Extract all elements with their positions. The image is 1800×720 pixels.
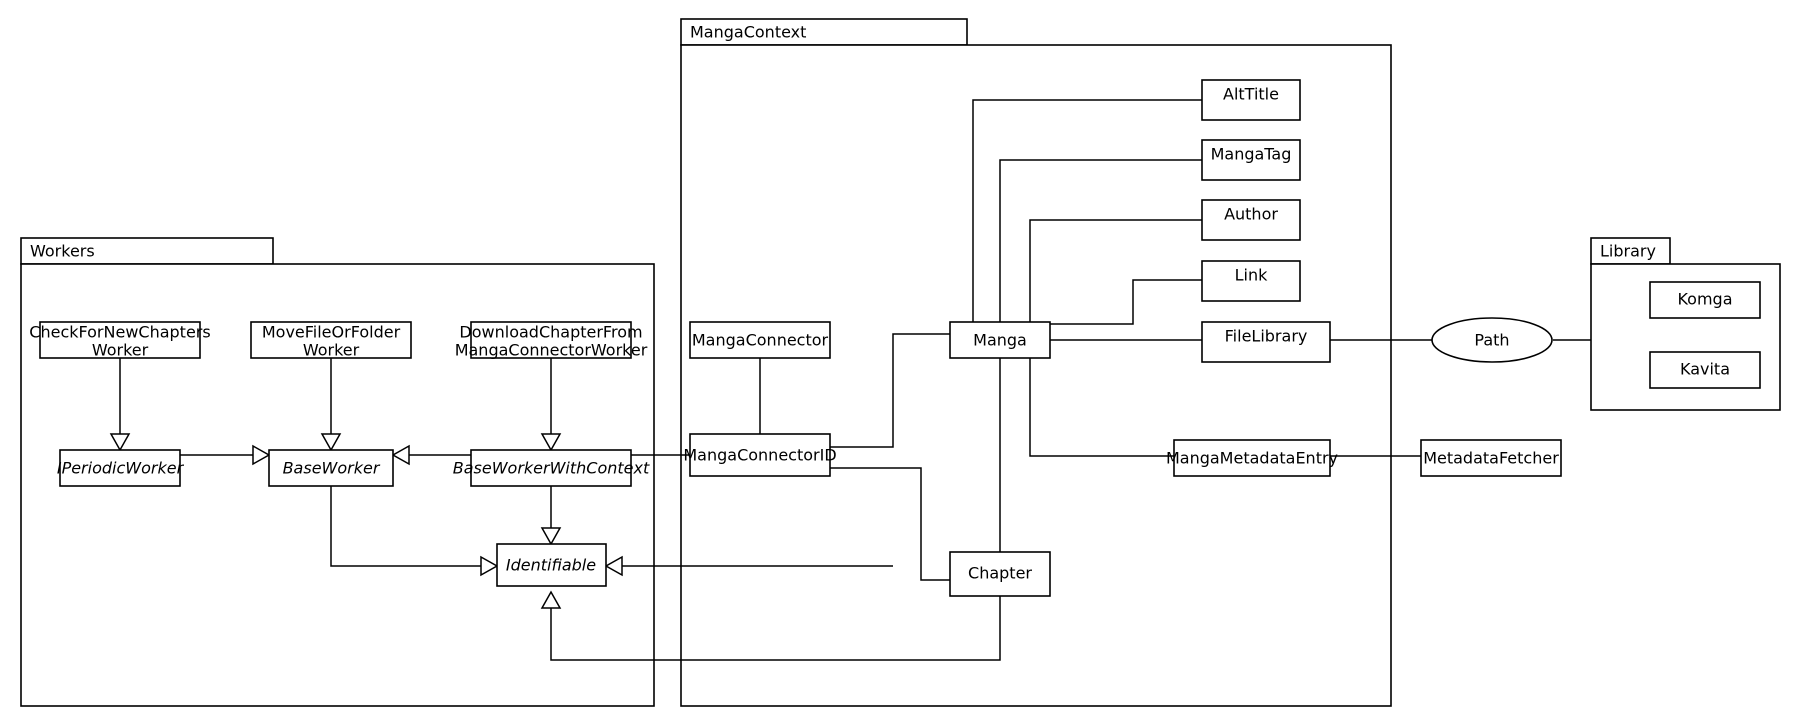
generalization-arrow-baseworkerwithcontext — [540, 433, 562, 452]
path-ellipse — [1431, 317, 1553, 363]
generalization-arrow-identifiable-bottom — [540, 590, 562, 609]
generalization-arrow-baseworker-right — [391, 444, 410, 466]
edge-manga-to-mangatag — [999, 159, 1202, 334]
class-label: Link — [1235, 266, 1269, 285]
class-box — [1201, 79, 1301, 121]
class-kavita[interactable]: Kavita — [1649, 351, 1761, 389]
class-label: FileLibrary — [1225, 327, 1308, 346]
class-base-worker-with-context[interactable]: BaseWorkerWithContext — [453, 449, 650, 487]
class-label: Chapter — [968, 564, 1032, 583]
package-workers-label: Workers — [30, 242, 95, 261]
class-box — [268, 449, 394, 487]
generalization-arrow-identifiable-left — [480, 555, 499, 577]
class-box — [1649, 351, 1761, 389]
class-box — [689, 321, 831, 359]
edge-manga-to-mangametadataentry — [1029, 357, 1174, 457]
class-box — [39, 321, 201, 359]
class-box — [496, 543, 607, 587]
class-label: Author — [1224, 205, 1278, 224]
class-label: MetadataFetcher — [1423, 449, 1559, 468]
class-label: Komga — [1677, 290, 1732, 309]
generalization-arrow-identifiable-top — [540, 527, 562, 546]
edge-manga-to-link — [1050, 279, 1202, 325]
class-box — [689, 433, 831, 477]
class-manga-connector[interactable]: MangaConnector — [689, 321, 831, 359]
path-label: Path — [1474, 331, 1509, 350]
generalization-arrow-iperiodicworker — [109, 433, 131, 452]
class-label-line1: MoveFileOrFolder — [262, 323, 401, 342]
class-box — [1201, 139, 1301, 181]
class-label-line1: DownloadChapterFrom — [459, 323, 642, 342]
generalization-arrow-identifiable-right — [604, 555, 623, 577]
class-manga-tag[interactable]: MangaTag — [1201, 139, 1301, 181]
class-box — [470, 321, 632, 359]
class-alt-title[interactable]: AltTitle — [1201, 79, 1301, 121]
class-box — [250, 321, 412, 359]
class-move-file-or-folder-worker[interactable]: MoveFileOrFolder Worker — [250, 321, 412, 360]
class-label: Identifiable — [506, 556, 596, 575]
class-link[interactable]: Link — [1201, 260, 1301, 302]
class-label: MangaTag — [1211, 145, 1292, 164]
class-base-worker[interactable]: BaseWorker — [268, 449, 394, 487]
generalization-arrow-baseworker-top — [320, 433, 342, 452]
class-manga[interactable]: Manga — [949, 321, 1051, 359]
class-label-line2: Worker — [92, 341, 149, 360]
package-workers-tab — [20, 237, 274, 265]
class-label: Manga — [973, 331, 1027, 350]
class-box — [949, 551, 1051, 597]
class-box — [1649, 281, 1761, 319]
class-label-line2: MangaConnectorWorker — [455, 341, 648, 360]
edge-manga-to-author — [1029, 219, 1202, 334]
package-mangacontext-tab — [680, 18, 968, 46]
class-label: BaseWorkerWithContext — [453, 459, 650, 478]
class-iperiodic-worker[interactable]: IPeriodicWorker — [57, 449, 185, 487]
class-download-chapter-from-manga-connector-worker[interactable]: DownloadChapterFrom MangaConnectorWorker — [455, 321, 648, 360]
node-path[interactable]: Path — [1431, 317, 1553, 363]
class-label: MangaConnector — [692, 331, 829, 350]
class-label-line2: Worker — [303, 341, 360, 360]
class-check-for-new-chapters-worker[interactable]: CheckForNewChapters Worker — [29, 321, 211, 360]
class-box — [949, 321, 1051, 359]
class-box — [470, 449, 632, 487]
class-file-library[interactable]: FileLibrary — [1201, 321, 1331, 363]
class-label-line1: CheckForNewChapters — [29, 323, 210, 342]
class-identifiable[interactable]: Identifiable — [496, 543, 607, 587]
edge-chapter-to-identifiable — [550, 596, 1001, 661]
edge-manga-to-alttitle — [972, 99, 1202, 334]
class-manga-connector-id[interactable]: MangaConnectorID — [683, 433, 837, 477]
edge-baseworker-to-identifiable — [330, 477, 481, 567]
package-library-label: Library — [1600, 242, 1656, 261]
class-box — [1420, 439, 1562, 477]
class-chapter[interactable]: Chapter — [949, 551, 1051, 597]
class-metadata-fetcher[interactable]: MetadataFetcher — [1420, 439, 1562, 477]
class-manga-metadata-entry[interactable]: MangaMetadataEntry — [1166, 439, 1338, 477]
class-label: MangaMetadataEntry — [1166, 449, 1338, 468]
class-komga[interactable]: Komga — [1649, 281, 1761, 319]
class-label: Kavita — [1680, 360, 1730, 379]
class-box — [59, 449, 181, 487]
edge-mangaconnectorid-to-manga — [830, 333, 950, 448]
package-mangacontext-label: MangaContext — [690, 23, 806, 42]
generalization-arrow-baseworker-left — [252, 444, 271, 466]
class-label: BaseWorker — [283, 459, 381, 478]
class-box — [1201, 260, 1301, 302]
edge-mangaconnectorid-to-chapter — [830, 467, 950, 581]
class-box — [1201, 199, 1301, 241]
class-label: IPeriodicWorker — [57, 459, 185, 478]
class-label: MangaConnectorID — [683, 446, 836, 465]
class-author[interactable]: Author — [1201, 199, 1301, 241]
class-box — [1201, 321, 1331, 363]
class-box — [1173, 439, 1331, 477]
class-label: AltTitle — [1223, 85, 1279, 104]
